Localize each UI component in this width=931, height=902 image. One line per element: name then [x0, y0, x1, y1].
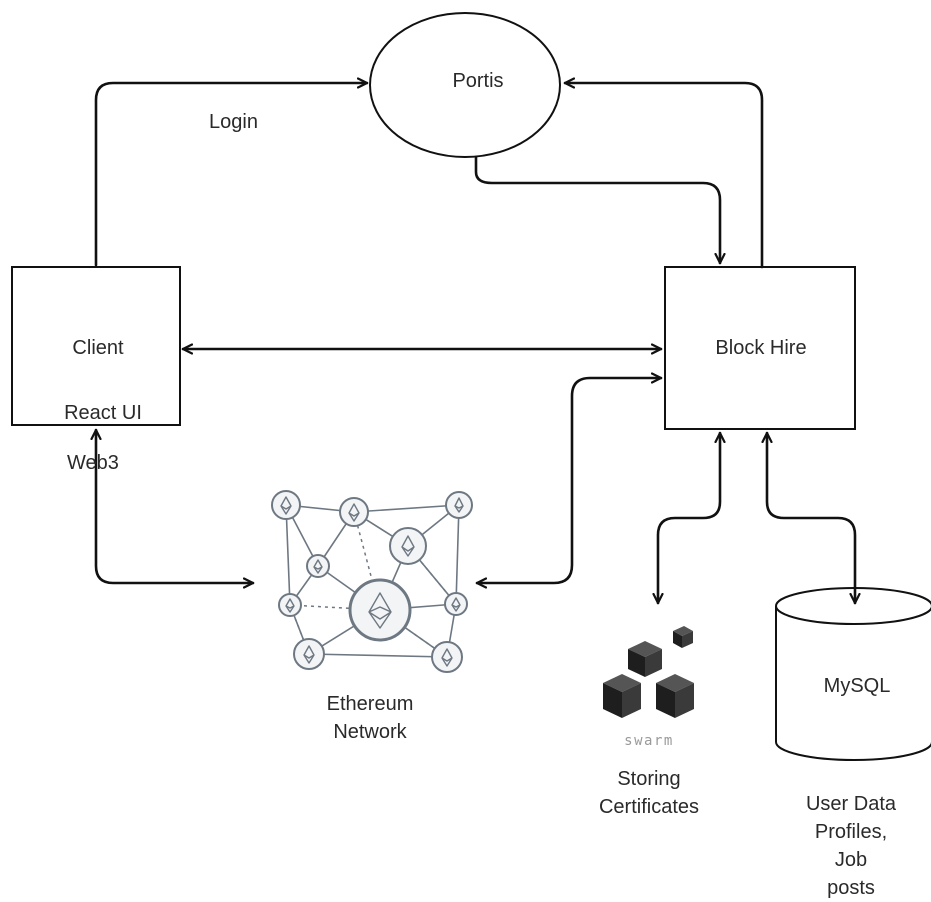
edge-ethereum-block-hire	[475, 378, 663, 583]
ethereum-network-label: Ethereum Network	[327, 690, 414, 746]
swarm-label-line-1: Storing	[617, 768, 681, 790]
mysql-note-line-1: User Data	[805, 793, 897, 815]
edge-client-to-portis	[94, 83, 369, 267]
edge-client-ethereum	[96, 428, 255, 583]
client-react-ui-label: React UI	[64, 402, 142, 424]
edge-block-hire-swarm	[658, 431, 720, 605]
mysql-label: MySQL	[823, 675, 891, 697]
portis-node	[369, 12, 561, 158]
swarm-storage-label: Storing Certificates	[599, 765, 699, 821]
client-node	[11, 266, 181, 426]
edge-portis-to-block-hire	[474, 155, 720, 265]
mysql-database-icon	[775, 587, 931, 761]
mysql-note: User Data Profiles, Job posts	[806, 790, 896, 902]
edge-block-hire-to-portis	[563, 83, 764, 269]
block-hire-label: Block Hire	[715, 337, 807, 359]
client-label: Client	[72, 337, 124, 359]
portis-label: Portis	[452, 70, 504, 92]
mysql-note-line-3: Job	[834, 849, 868, 871]
edge-block-hire-mysql	[767, 431, 855, 605]
mysql-note-line-2: Profiles,	[814, 821, 888, 843]
login-edge-label: Login	[209, 111, 258, 133]
mysql-note-line-4: posts	[827, 877, 875, 899]
block-hire-node	[664, 266, 856, 430]
swarm-logo-text: swarm	[624, 733, 674, 749]
swarm-logo-icon: swarm	[603, 626, 694, 749]
ethereum-label-line-2: Network	[333, 721, 407, 743]
web3-edge-label: Web3	[67, 452, 119, 474]
swarm-label-line-2: Certificates	[598, 796, 700, 818]
ethereum-network-icon	[271, 490, 473, 673]
ethereum-label-line-1: Ethereum	[326, 693, 414, 715]
